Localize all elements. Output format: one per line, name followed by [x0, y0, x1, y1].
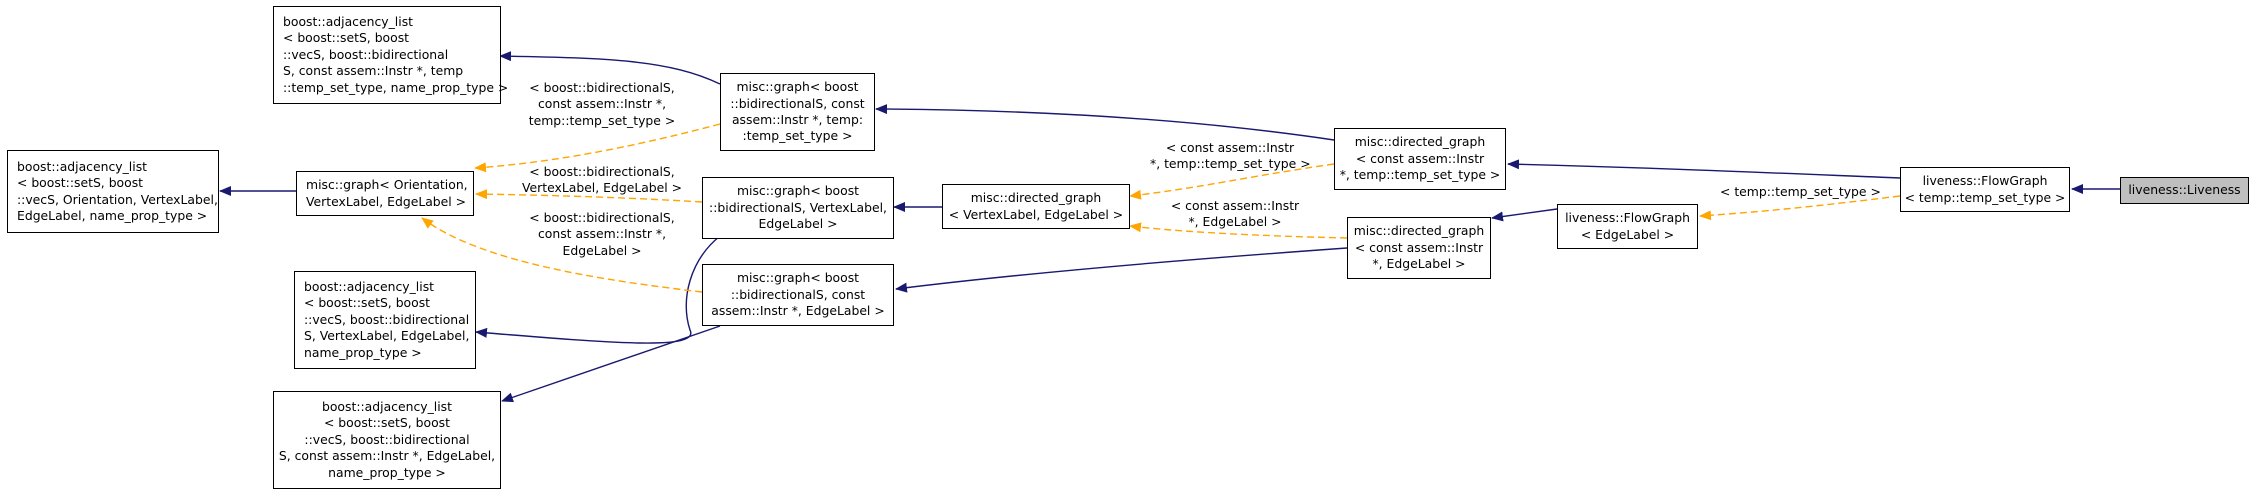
node-adjacency-list-bidir-vertex[interactable]: boost::adjacency_list < boost::setS, boo…: [294, 271, 476, 369]
edge-fg-temp-to-dg-instr-temp: [1507, 159, 1901, 179]
node-flowgraph-temp[interactable]: liveness::FlowGraph < temp::temp_set_typ…: [1900, 167, 2070, 212]
edge-label-graph-orientation-from-instr-edge: < boost::bidirectionalS, const assem::In…: [529, 210, 675, 258]
node-directed-graph-instr-edge[interactable]: misc::directed_graph < const assem::Inst…: [1347, 217, 1491, 279]
node-directed-graph-instr-temp[interactable]: misc::directed_graph < const assem::Inst…: [1334, 128, 1506, 190]
node-graph-orientation[interactable]: misc::graph< Orientation, VertexLabel, E…: [296, 171, 474, 216]
edge-label-dg-vertex-from-instr-temp: < const assem::Instr *, temp::temp_set_t…: [1150, 140, 1311, 172]
node-flowgraph-edge[interactable]: liveness::FlowGraph < EdgeLabel >: [1557, 204, 1698, 249]
edge-dg-instr-edge-to-graph-instr-edge: [895, 247, 1348, 293]
edge-fg-edge-to-dg-instr-edge: [1491, 208, 1558, 222]
edge-graph-instr-temp-to-adj-instr: [499, 51, 721, 85]
node-adjacency-list-orientation[interactable]: boost::adjacency_list < boost::setS, boo…: [7, 150, 219, 233]
edge-label-graph-orientation-from-instr-temp: < boost::bidirectionalS, const assem::In…: [528, 80, 676, 128]
node-liveness[interactable]: liveness::Liveness: [2120, 177, 2249, 204]
node-graph-bidir-instr-temp[interactable]: misc::graph< boost ::bidirectionalS, con…: [720, 73, 875, 151]
edge-dg-instr-temp-to-graph-instr-temp: [875, 104, 1335, 141]
node-graph-bidir-instr-edge[interactable]: misc::graph< boost ::bidirectionalS, con…: [702, 264, 894, 326]
edge-dg-instr-temp-to-dg-vertex-template: [1129, 163, 1335, 200]
edge-graph-vertex-to-adj-vertex: [475, 235, 721, 344]
node-graph-bidir-vertex[interactable]: misc::graph< boost ::bidirectionalS, Ver…: [702, 177, 894, 239]
edge-graph-instr-temp-to-graph-orientation-template: [474, 123, 721, 173]
node-directed-graph-vertex[interactable]: misc::directed_graph < VertexLabel, Edge…: [942, 184, 1130, 229]
node-adjacency-list-bidir-instr-temp[interactable]: boost::adjacency_list < boost::setS, boo…: [273, 6, 508, 104]
edge-dg-instr-edge-to-dg-vertex-template: [1129, 222, 1348, 239]
node-adjacency-list-bidir-instr-edge[interactable]: boost::adjacency_list < boost::setS, boo…: [273, 391, 501, 489]
edge-graph-instr-edge-to-adj-instr-edge: [501, 325, 721, 403]
edge-label-graph-orientation-from-vertex: < boost::bidirectionalS, VertexLabel, Ed…: [522, 164, 683, 196]
edge-label-fg-edge-from-temp: < temp::temp_set_type >: [1720, 184, 1881, 199]
edge-graph-instr-edge-to-graph-orientation-template: [421, 217, 703, 293]
edge-label-dg-vertex-from-instr-edge: < const assem::Instr *, EdgeLabel >: [1170, 198, 1300, 230]
edge-graph-vertex-to-graph-orientation-template: [475, 189, 703, 203]
edge-fg-temp-to-fg-edge-template: [1699, 195, 1901, 221]
